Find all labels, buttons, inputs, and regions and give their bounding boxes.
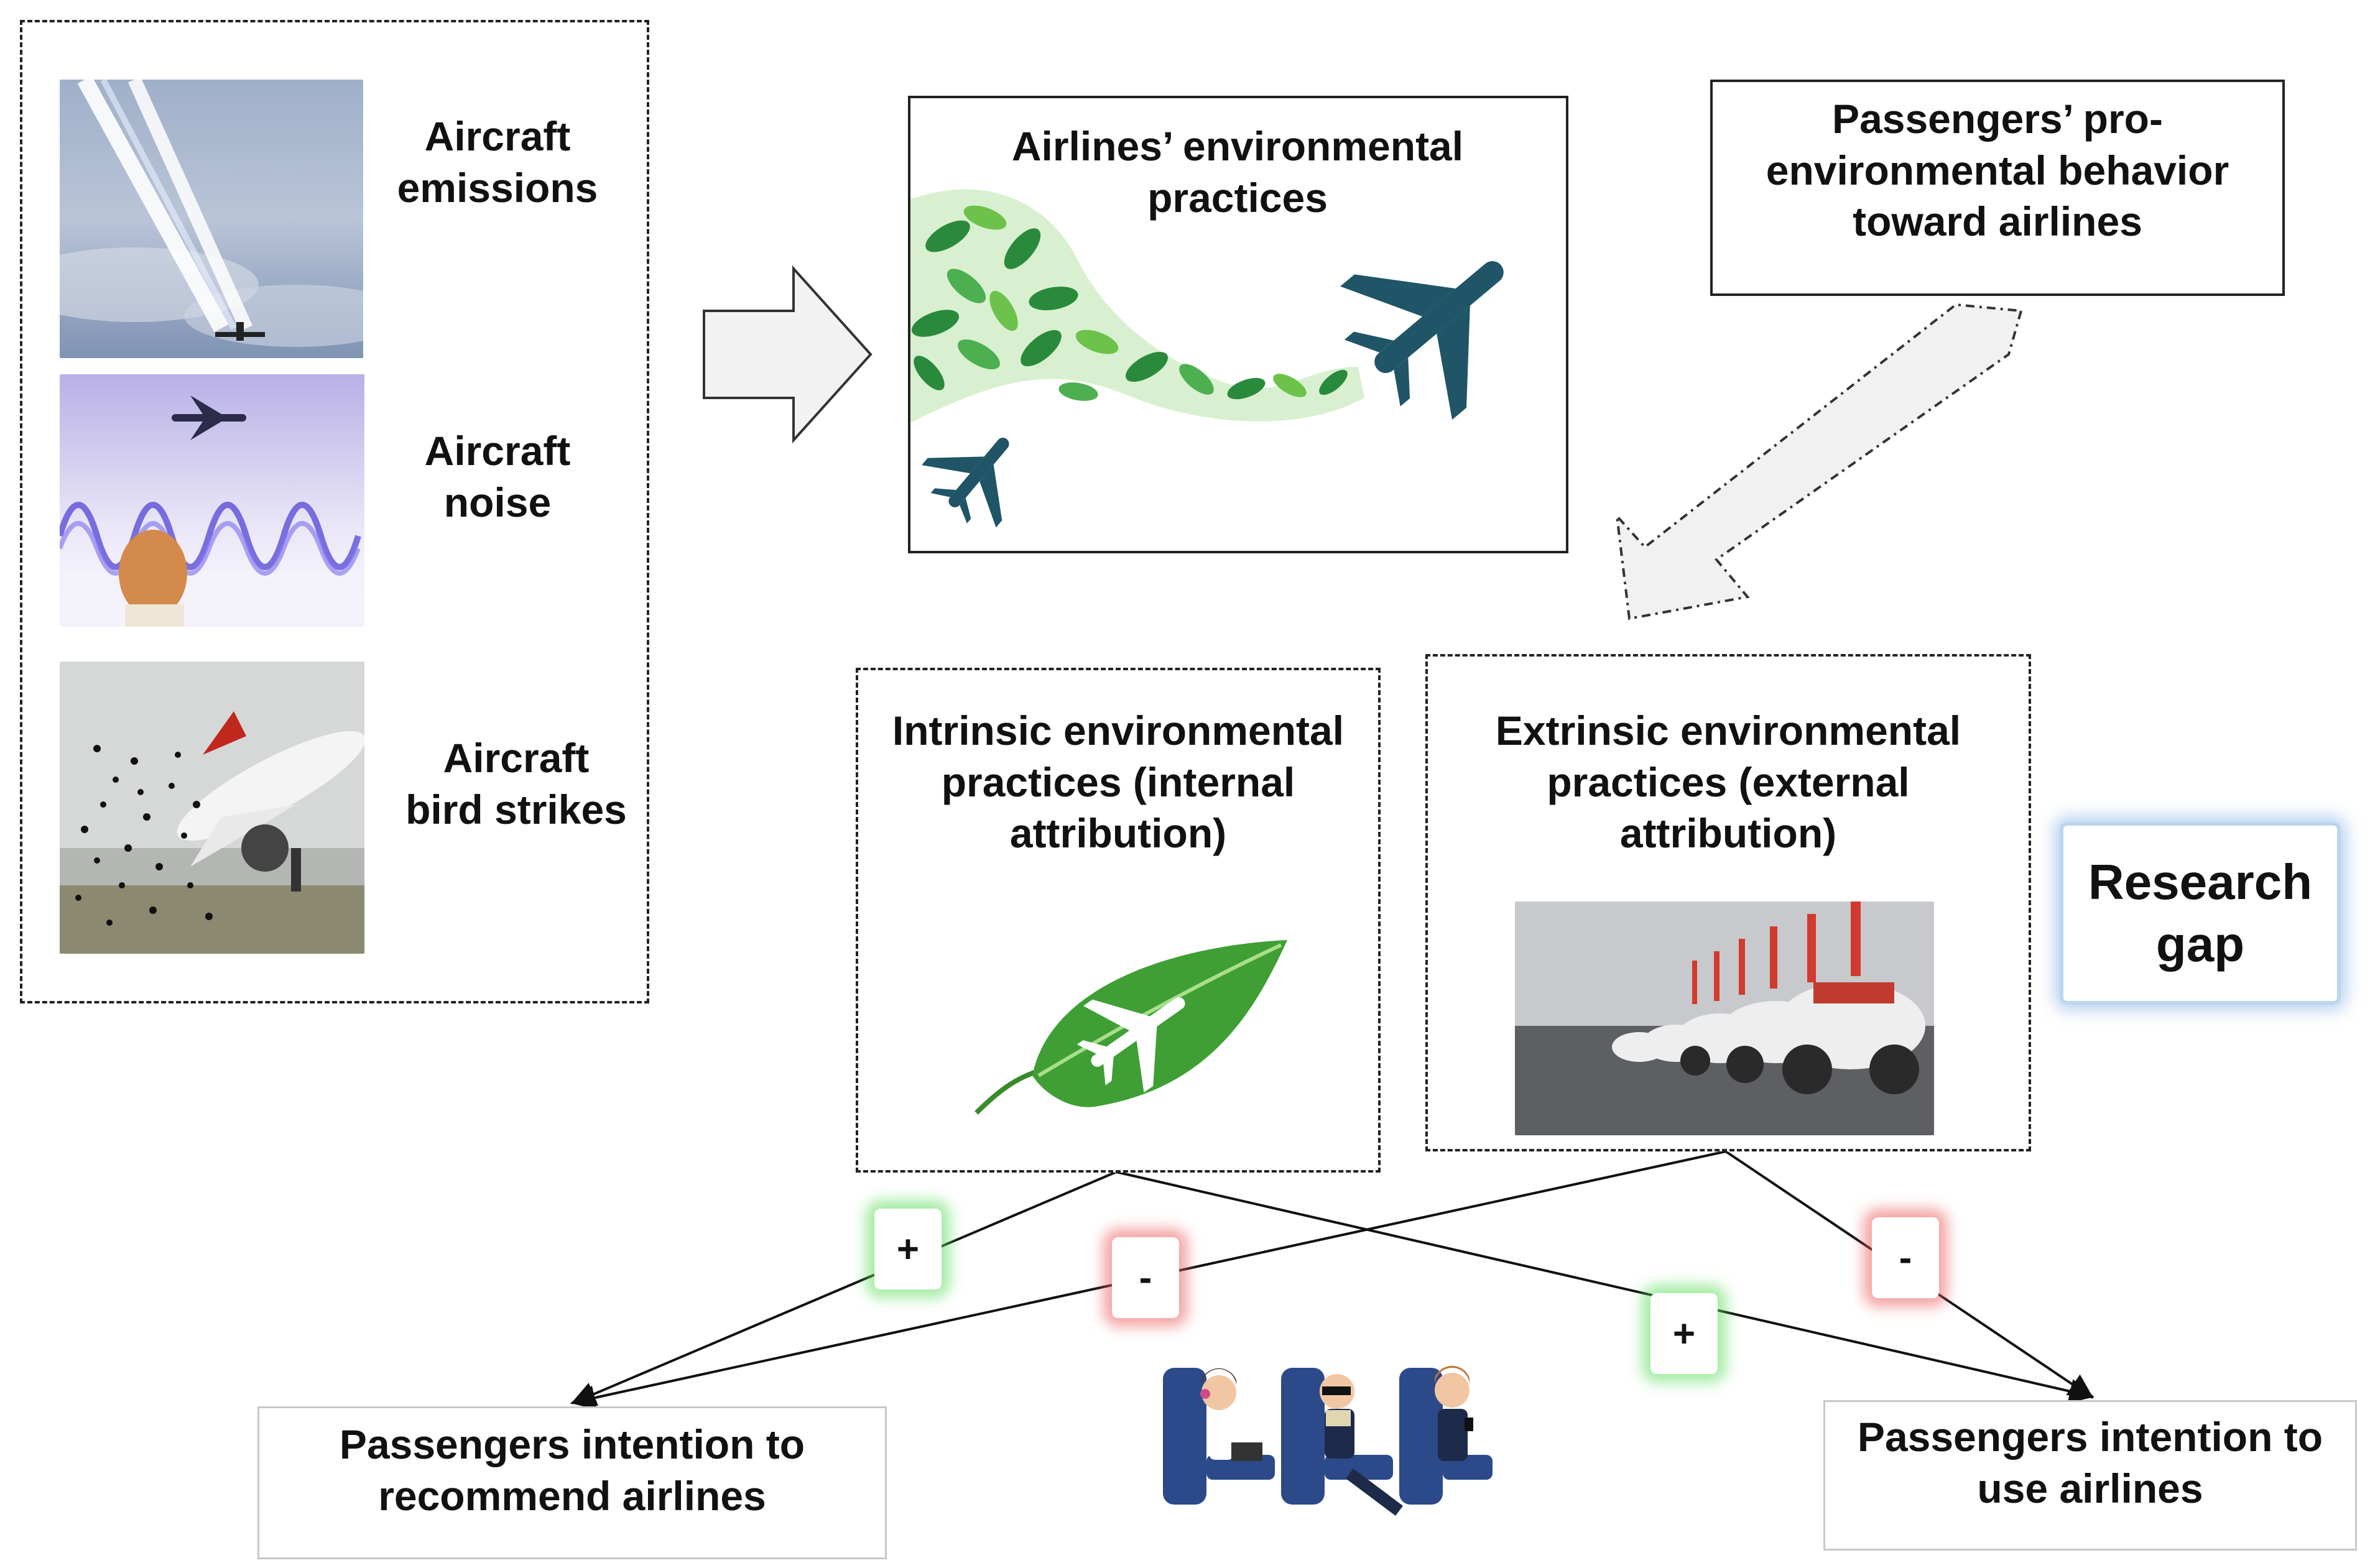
negative-sign-extrinsic-use: - [1872, 1217, 1939, 1298]
positive-sign-intrinsic-recommend: + [874, 1209, 942, 1289]
bird-strike-image [60, 662, 364, 954]
line-intrinsic-to-use [1116, 1171, 2095, 1404]
passenger-seat-1 [1163, 1368, 1275, 1505]
line-intrinsic-to-recommend [570, 1171, 1117, 1406]
positive-sign-intrinsic-use: + [1650, 1293, 1718, 1374]
passenger-behavior-box [1710, 80, 2285, 296]
use-intention-text: Passengers intention to use airlines [1857, 1414, 2323, 1511]
noise-image [60, 374, 364, 627]
bird-flock [75, 745, 213, 926]
emissions-image [60, 80, 363, 358]
leaf-trail-illustration [910, 189, 1504, 528]
airplane-icon [215, 322, 265, 341]
passenger-seat-2 [1281, 1368, 1403, 1516]
noise-label: Aircraft noise [424, 428, 571, 525]
emissions-label: Aircraft emissions [397, 113, 598, 211]
bird-strikes-label: Aircraft bird strikes [405, 735, 627, 832]
research-gap-box: Research gap [2063, 826, 2337, 1001]
airplane-icon [922, 438, 1009, 528]
impacts-panel [20, 20, 649, 1003]
research-gap-line1: Research [2088, 854, 2313, 910]
right-arrow-icon [703, 265, 873, 444]
research-gap-line2: gap [2155, 916, 2245, 972]
recommend-intention-box [257, 1406, 887, 1559]
extrinsic-practices-text: Extrinsic environmental practices (exter… [1495, 708, 1961, 856]
airplane-icon [172, 395, 246, 440]
negative-sign-extrinsic-recommend: - [1112, 1237, 1179, 1318]
airplane-icon [1340, 261, 1504, 420]
diagonal-arrow-icon [1615, 303, 2023, 620]
seated-passengers-illustration [1163, 1365, 1493, 1516]
intrinsic-practices-text: Intrinsic environmental practices (inter… [892, 708, 1345, 856]
use-intention-box [1823, 1400, 2357, 1551]
grounded-fleet-image [1515, 902, 1934, 1135]
passenger-seat-3 [1399, 1365, 1493, 1505]
leaf-airplane-icon [974, 940, 1287, 1115]
leaf-cluster [911, 205, 1348, 401]
airline-practices-title: Airlines’ environmental practices [1011, 123, 1464, 221]
recommend-intention-text: Passengers intention to recommend airlin… [339, 1421, 805, 1519]
passenger-behavior-text: Passengers’ pro- environmental behavior … [1766, 96, 2229, 244]
airplane-icon [177, 711, 364, 892]
